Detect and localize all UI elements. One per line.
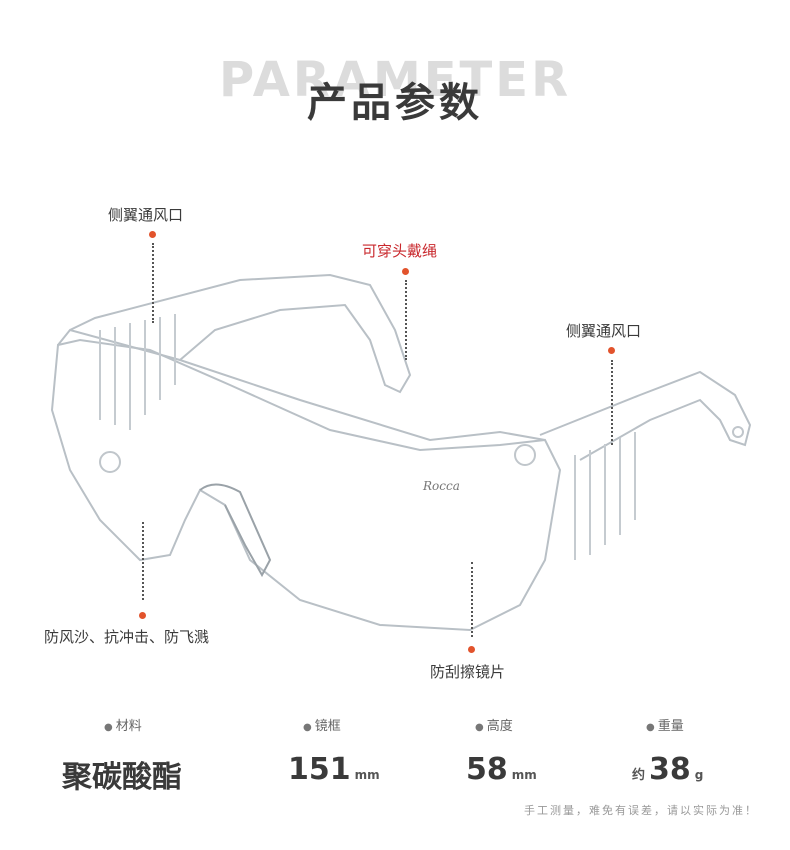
- callout-dot-protection: [139, 612, 146, 619]
- callout-headband-slot: 可穿头戴绳: [362, 242, 438, 260]
- callout-anti-scratch: 防刮擦镜片: [430, 663, 506, 681]
- lens-frame: [50, 338, 562, 632]
- callout-line-headband-slot: [405, 280, 407, 360]
- left-side-vent: [99, 314, 176, 430]
- callout-side-vent-left: 侧翼通风口: [108, 206, 184, 224]
- brand-logo-text: Rocca: [422, 479, 460, 493]
- callout-dot-side-vent-left: [149, 231, 156, 238]
- callout-dot-headband-slot: [402, 268, 409, 275]
- right-hinge: [514, 444, 536, 466]
- spec-label-weight: ●重量: [646, 719, 684, 734]
- nose-bridge: [199, 483, 272, 578]
- callout-dot-side-vent-right: [608, 347, 615, 354]
- spec-label-material: ●材料: [104, 719, 142, 734]
- callout-dot-anti-scratch: [468, 646, 475, 653]
- headband-hole: [732, 426, 744, 438]
- right-temple-arm: [539, 370, 752, 461]
- measurement-note: 手工测量，难免有误差，请以实际为准！: [524, 804, 758, 817]
- left-temple-arm: [69, 273, 412, 394]
- spec-label-frame: ●镜框: [303, 719, 341, 734]
- callout-protection: 防风沙、抗冲击、防飞溅: [44, 628, 210, 646]
- right-side-vent: [574, 432, 636, 560]
- background-title: PARAMETER: [218, 52, 572, 108]
- callout-line-anti-scratch: [471, 562, 473, 637]
- callout-side-vent-right: 侧翼通风口: [566, 322, 642, 340]
- brow-line: [57, 328, 546, 442]
- brand-logo: Rocca: [422, 479, 460, 493]
- callout-line-side-vent-right: [611, 360, 613, 445]
- spec-value-material: 聚碳酸酯: [62, 760, 182, 795]
- callout-line-protection: [142, 522, 144, 600]
- spec-label-height: ●高度: [475, 719, 513, 734]
- callout-line-side-vent-left: [152, 243, 154, 323]
- left-hinge: [99, 451, 121, 473]
- page-title: 产品参数: [307, 80, 483, 126]
